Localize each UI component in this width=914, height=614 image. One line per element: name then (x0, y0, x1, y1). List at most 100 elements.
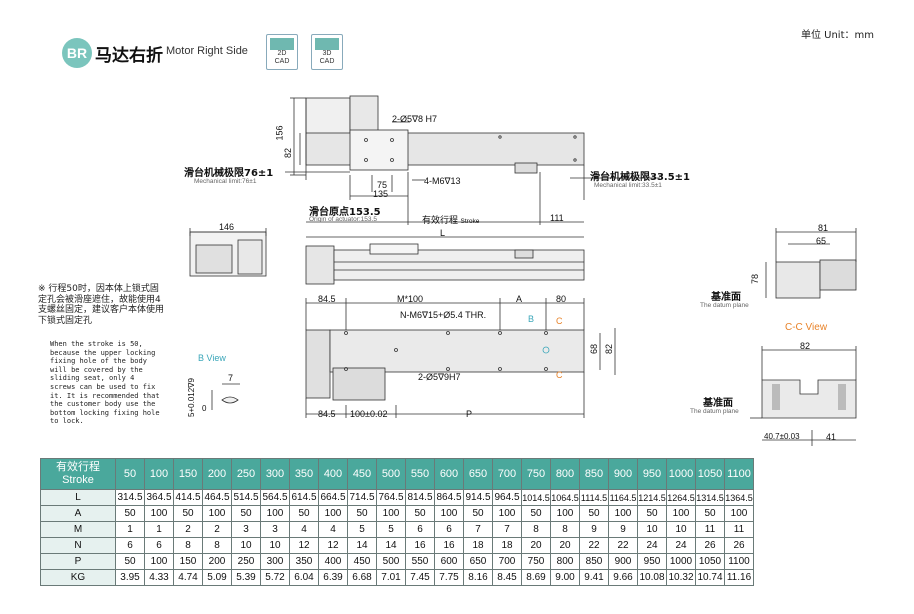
cad-2d-label-1: 2D (277, 50, 287, 57)
stroke-column-header: 1050 (695, 458, 725, 490)
table-cell: 11 (695, 521, 725, 538)
table-cell: 8 (173, 537, 203, 554)
table-cell: 11 (724, 521, 754, 538)
table-cell: 9.66 (608, 569, 638, 586)
table-cell: 250 (231, 553, 261, 570)
cad-3d-button[interactable]: 3D CAD (311, 34, 343, 70)
table-cell: 964.5 (492, 489, 522, 506)
dim-82-top: 82 (283, 147, 294, 159)
actuator-body-side (333, 249, 585, 281)
cad-3d-label-1: 3D (322, 50, 332, 57)
table-cell: 9 (608, 521, 638, 538)
unit-label: 单位 Unit：mm (800, 30, 874, 41)
table-cell: 100 (492, 505, 522, 522)
table-cell: 400 (318, 553, 348, 570)
table-cell: 700 (492, 553, 522, 570)
table-cell: 6.04 (289, 569, 319, 586)
end-datum-en: The datum plane (700, 302, 749, 309)
actuator-body-top (305, 132, 585, 166)
table-cell: 100 (724, 505, 754, 522)
table-cell: 900 (608, 553, 638, 570)
cross-section (761, 379, 857, 419)
dim-L: L (440, 228, 446, 238)
cad-file-icon (315, 38, 339, 50)
table-cell: 614.5 (289, 489, 319, 506)
table-cell: 2 (173, 521, 203, 538)
stroke-column-header: 150 (173, 458, 203, 490)
table-cell: 6 (405, 521, 435, 538)
hole-2d5-top: 2-Ø5∇8 H7 (392, 114, 438, 124)
table-cell: 5 (347, 521, 377, 538)
table-cell: 200 (202, 553, 232, 570)
table-cell: 100 (550, 505, 580, 522)
table-cell: 7 (463, 521, 493, 538)
stroke-column-header: 450 (347, 458, 377, 490)
cc-datum-en: The datum plane (690, 408, 739, 415)
table-cell: 2 (202, 521, 232, 538)
table-cell: 800 (550, 553, 580, 570)
table-cell: 7.75 (434, 569, 464, 586)
stroke-column-header: 1100 (724, 458, 754, 490)
stroke-column-header: 550 (405, 458, 435, 490)
table-cell: 6 (115, 537, 145, 554)
table-cell: 1014.5 (521, 489, 551, 506)
table-cell: 500 (376, 553, 406, 570)
stroke-column-header: 1000 (666, 458, 696, 490)
table-cell: 1 (144, 521, 174, 538)
table-cell: 8 (202, 537, 232, 554)
table-cell: 1314.5 (695, 489, 725, 506)
row-label: M (40, 521, 116, 538)
table-cell: 650 (463, 553, 493, 570)
table-cell: 22 (608, 537, 638, 554)
table-cell: 1064.5 (550, 489, 580, 506)
table-cell: 50 (173, 505, 203, 522)
table-cell: 10 (637, 521, 667, 538)
cc-dim-41: 41 (826, 432, 837, 442)
table-cell: 1364.5 (724, 489, 754, 506)
cc-datum-cn: 基准面 (703, 398, 733, 409)
table-cell: 50 (579, 505, 609, 522)
b-dim-9: 5+0.012∇9 (186, 378, 196, 417)
table-cell: 24 (637, 537, 667, 554)
table-cell: 9.00 (550, 569, 580, 586)
table-cell: 750 (521, 553, 551, 570)
cad-2d-button[interactable]: 2D CAD (266, 34, 298, 70)
cad-file-icon (270, 38, 294, 50)
table-cell: 4.74 (173, 569, 203, 586)
table-cell: 50 (521, 505, 551, 522)
table-cell: 3.95 (115, 569, 145, 586)
table-cell: 10.32 (666, 569, 696, 586)
table-cell: 7 (492, 521, 522, 538)
table-cell: 300 (260, 553, 290, 570)
dim-84-5-bottom: 84.5 (318, 409, 336, 419)
table-cell: 10 (666, 521, 696, 538)
dim-68: 68 (589, 343, 600, 355)
table-cell: 50 (695, 505, 725, 522)
stroke-column-header: 350 (289, 458, 319, 490)
dim-80: 80 (556, 294, 567, 304)
table-cell: 950 (637, 553, 667, 570)
dim-135: 135 (373, 189, 389, 199)
table-cell: 1100 (724, 553, 754, 570)
cc-dim-82: 82 (800, 341, 811, 351)
row-label: KG (40, 569, 116, 586)
note-cn-block: ※ 行程50时，因本体上锁式固定孔会被滑座遮住，故能使用4支螺丝固定，建议客户本… (38, 284, 166, 326)
table-cell: 50 (463, 505, 493, 522)
table-cell: 12 (318, 537, 348, 554)
sensor-top (514, 162, 538, 174)
table-cell: 4 (318, 521, 348, 538)
stroke-column-header: 600 (434, 458, 464, 490)
table-cell: 450 (347, 553, 377, 570)
table-cell: 1164.5 (608, 489, 638, 506)
table-cell: 8 (550, 521, 580, 538)
limit-right-cn: 滑台机械极限33.5±1 (590, 172, 691, 183)
page-title: 马达右折 (95, 46, 163, 66)
table-cell: 314.5 (115, 489, 145, 506)
table-cell: 5 (376, 521, 406, 538)
